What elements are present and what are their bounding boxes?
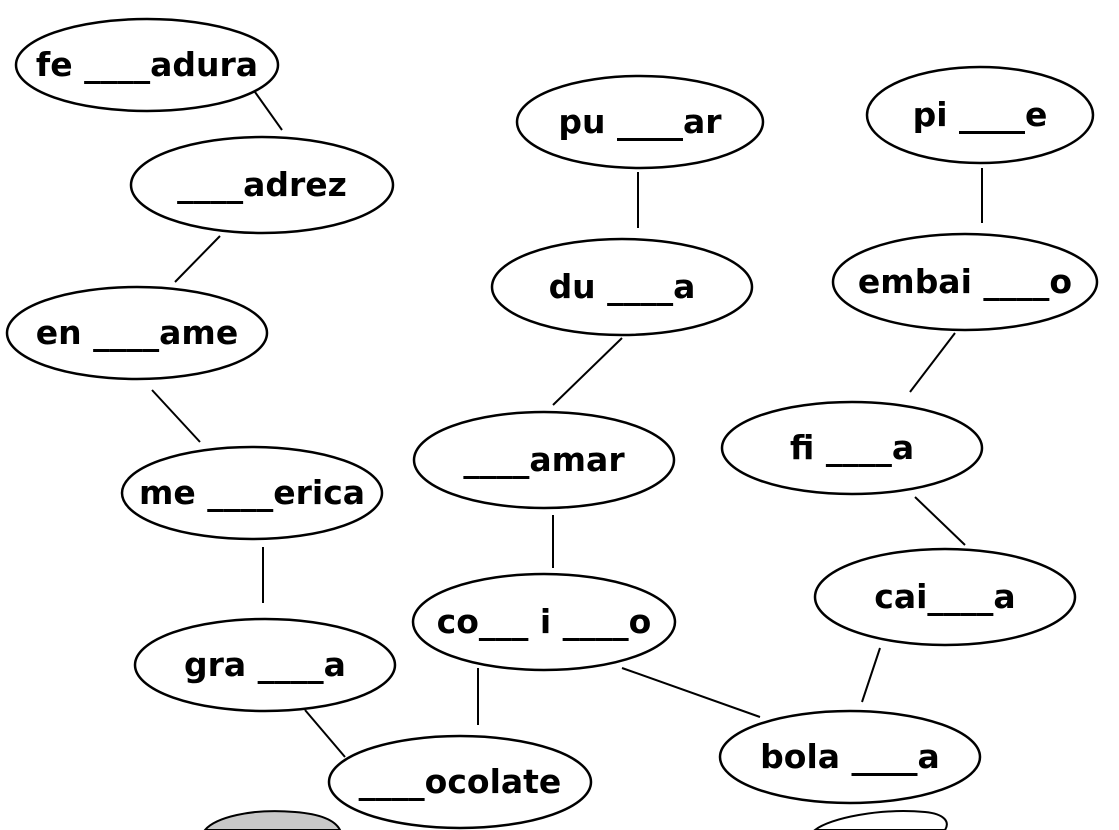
word-text: bola ____a: [760, 737, 940, 776]
word-text: fe ____adura: [36, 45, 258, 84]
word-text: ____adrez: [177, 165, 347, 204]
word-bubble: en ____ame: [5, 285, 269, 381]
bubble-outline: [327, 734, 593, 830]
cloud-shape-right: [813, 810, 948, 830]
word-bubble: co___ i ____o: [411, 572, 677, 672]
bubble-outline: [120, 445, 384, 541]
word-text: ____ocolate: [359, 762, 562, 801]
bubble-outline: [865, 65, 1095, 165]
word-bubble: fe ____adura: [14, 17, 280, 113]
bubble-outline: [718, 709, 982, 805]
word-text: cai____a: [874, 577, 1015, 616]
word-text: gra ____a: [184, 645, 346, 684]
word-bubble: gra ____a: [133, 617, 397, 713]
connector-lines: [151, 84, 983, 758]
word-text: en ____ame: [36, 313, 238, 352]
bubble-outline: [5, 285, 269, 381]
connector-line: [174, 235, 221, 283]
word-text: me ____erica: [139, 473, 365, 512]
connector-line: [151, 389, 201, 443]
word-bubble: cai____a: [813, 547, 1077, 647]
bottom-decoration: [203, 810, 948, 830]
connector-line: [914, 496, 966, 546]
bubble-outline: [831, 232, 1099, 332]
word-bubble: ____amar: [412, 410, 676, 510]
bubble-outline: [14, 17, 280, 113]
word-bubble: ____adrez: [129, 135, 395, 235]
word-text: embai ____o: [858, 262, 1072, 301]
word-bubble: pu ____ar: [515, 74, 765, 170]
bubble-outline: [412, 410, 676, 510]
word-bubble: pi ____e: [865, 65, 1095, 165]
word-bubble: embai ____o: [831, 232, 1099, 332]
connector-line: [861, 647, 881, 703]
word-text: ____amar: [463, 440, 625, 479]
bubble-outline: [515, 74, 765, 170]
word-text: co___ i ____o: [437, 602, 652, 641]
word-bubble: ____ocolate: [327, 734, 593, 830]
bubble-outline: [411, 572, 677, 672]
word-bubble: fi ____a: [720, 400, 984, 496]
word-text: du ____a: [549, 267, 696, 306]
bubble-outline: [490, 237, 754, 337]
word-text: pu ____ar: [558, 102, 722, 141]
connector-line: [552, 337, 623, 406]
word-bubble: du ____a: [490, 237, 754, 337]
connector-line: [909, 332, 956, 393]
cloud-shape-left: [203, 810, 342, 830]
word-text: pi ____e: [913, 95, 1048, 134]
word-bubble: me ____erica: [120, 445, 384, 541]
bubble-outline: [129, 135, 395, 235]
bubble-outline: [720, 400, 984, 496]
connector-line: [304, 709, 346, 758]
bubble-outline: [133, 617, 397, 713]
word-text: fi ____a: [790, 428, 914, 467]
bubble-outline: [813, 547, 1077, 647]
word-bubble: bola ____a: [718, 709, 982, 805]
connector-line: [249, 84, 283, 131]
connector-line: [621, 667, 761, 718]
